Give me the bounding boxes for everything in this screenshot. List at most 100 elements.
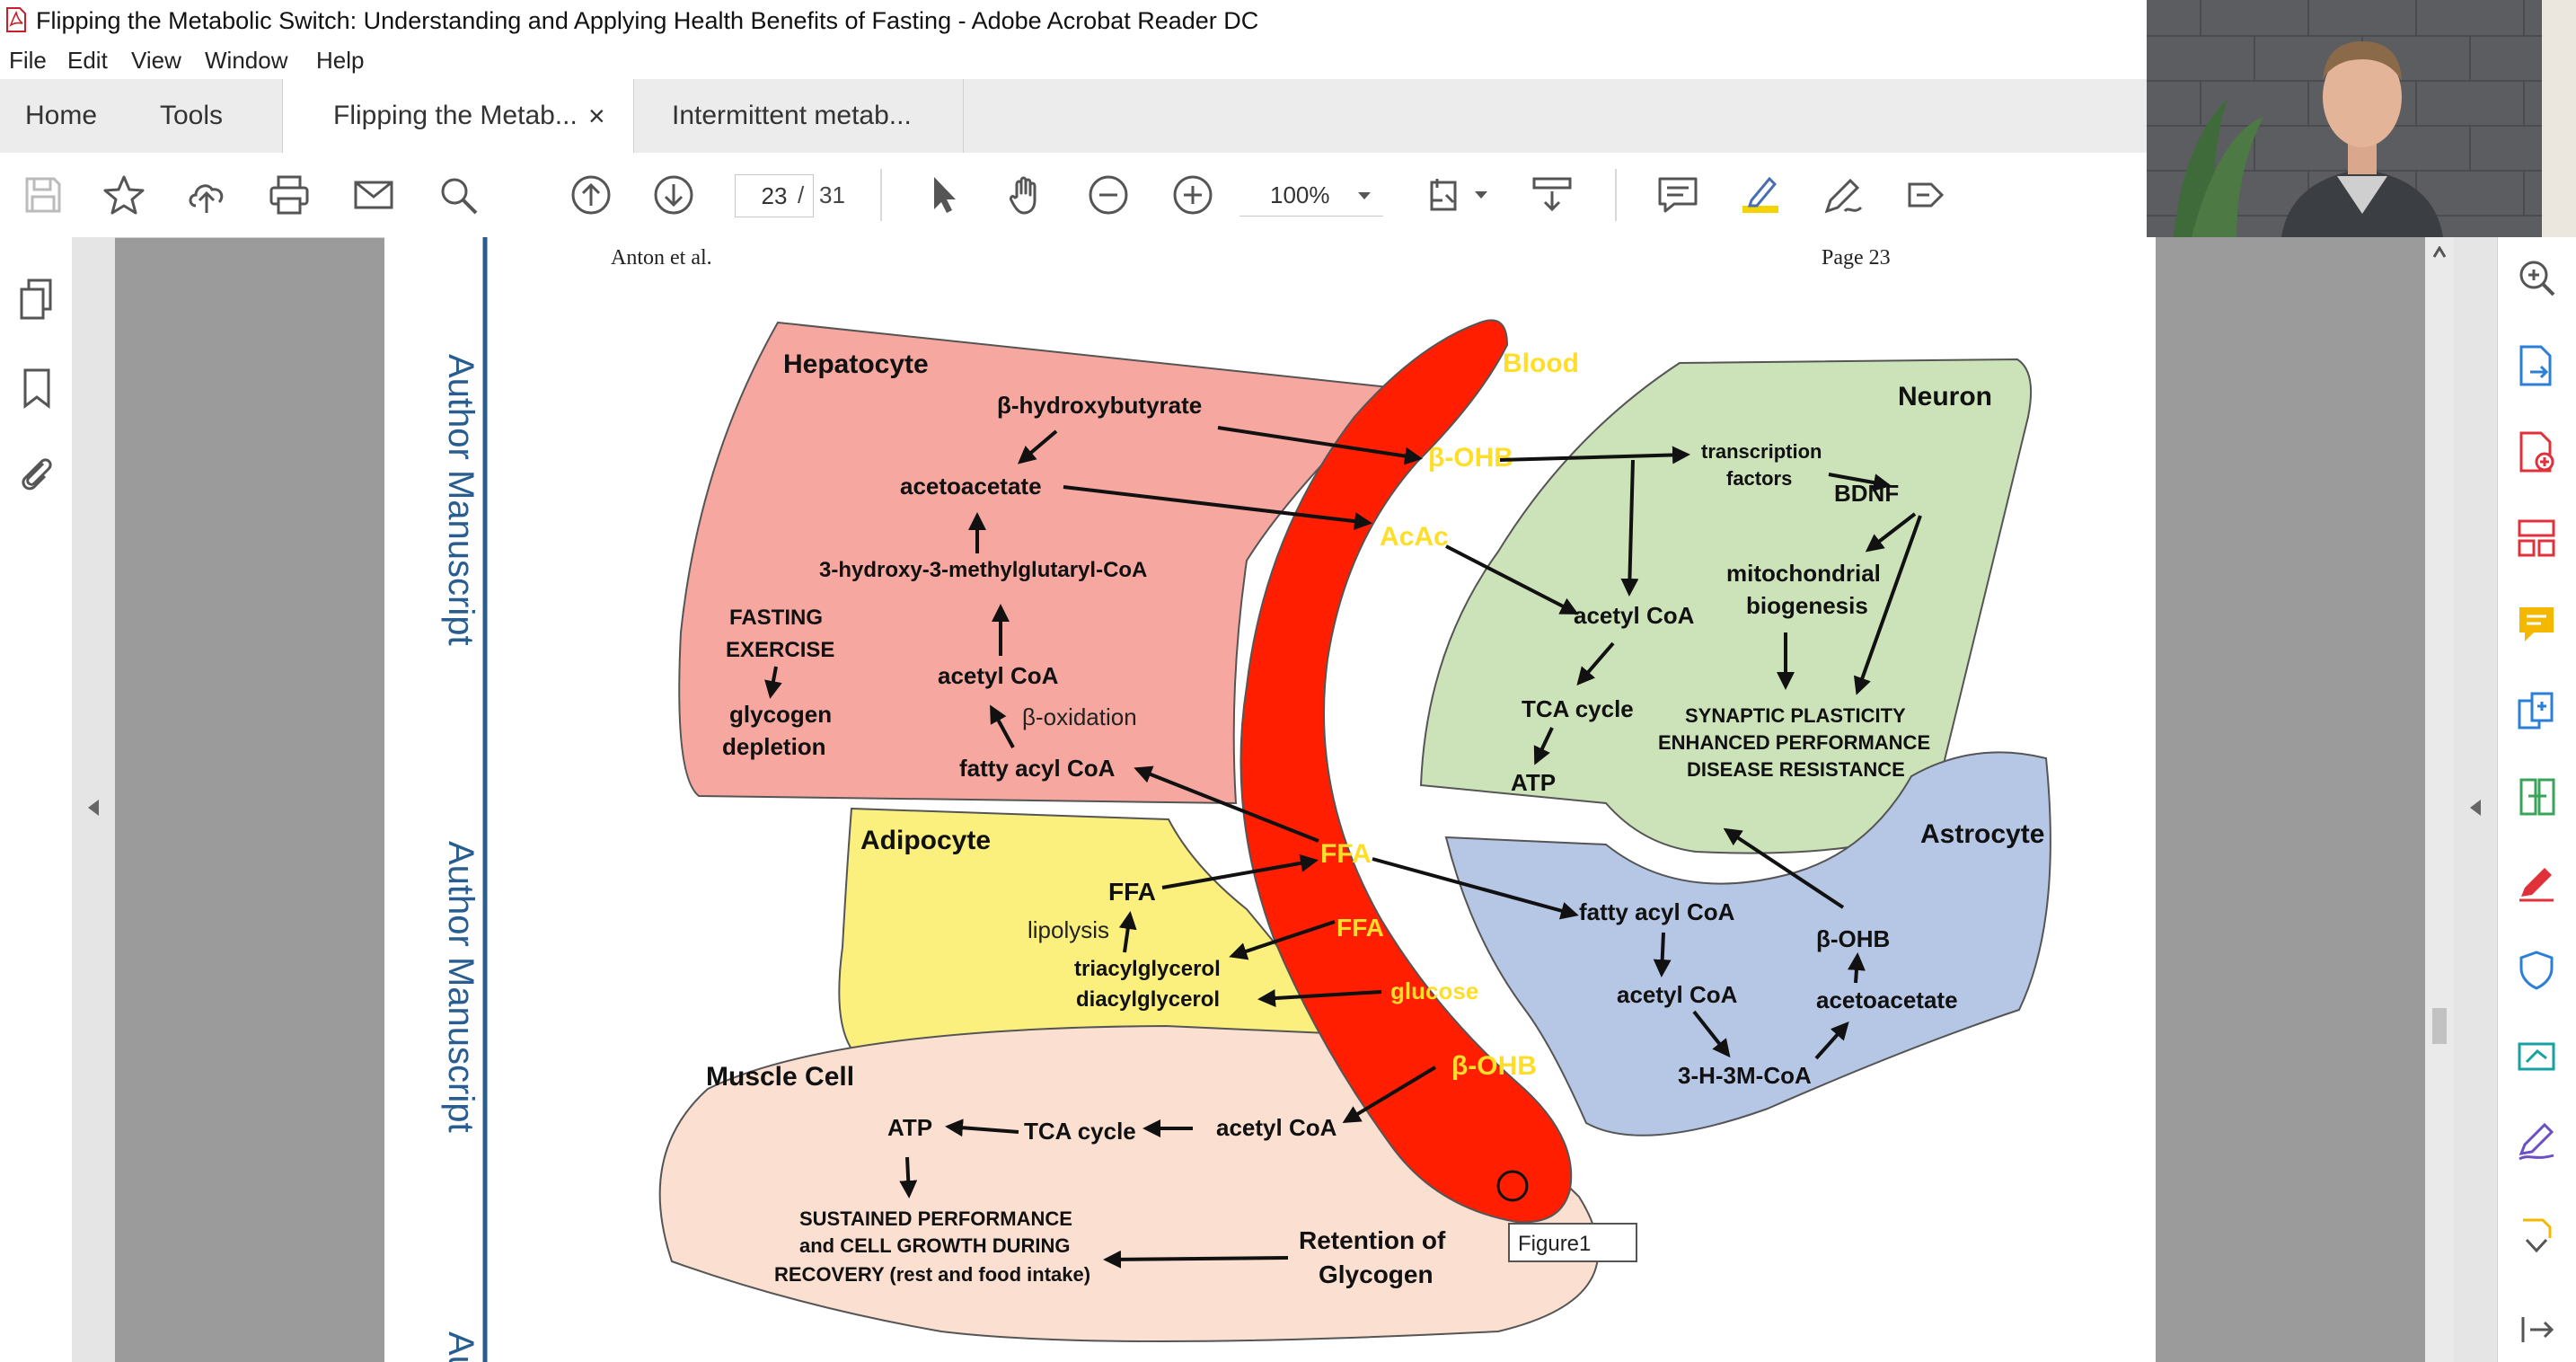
signature-icon[interactable] <box>2516 1121 2557 1163</box>
label-enhanced-performance: ENHANCED PERFORMANCE <box>1658 731 1930 754</box>
label-hepatocyte-fatty-acyl-coa: fatty acyl CoA <box>959 755 1116 782</box>
label-neuron-tca-cycle: TCA cycle <box>1522 695 1634 722</box>
label-retention-of: Retention of <box>1299 1226 1446 1254</box>
label-astrocyte-bohb: β-OHB <box>1816 925 1890 952</box>
compress-pdf-icon[interactable] <box>2516 776 2557 818</box>
header-page: Page 23 <box>1822 246 1891 270</box>
label-diacylglycerol: diacylglycerol <box>1076 987 1220 1012</box>
scroll-mode-icon[interactable] <box>1527 153 1577 237</box>
arrow <box>1445 544 1579 615</box>
fill-sign-icon[interactable] <box>1901 153 1951 237</box>
chevron-left-icon[interactable] <box>2468 798 2483 818</box>
label-cell-growth: and CELL GROWTH DURING <box>799 1234 1070 1257</box>
label-muscle-atp: ATP <box>887 1114 932 1141</box>
cursor-circle <box>1496 1170 1529 1202</box>
blood-label-bohb-bottom: β-OHB <box>1451 1051 1537 1081</box>
tab-tools[interactable]: Tools <box>160 101 224 130</box>
blood-label-acac: AcAc <box>1380 522 1449 552</box>
zoom-out-icon[interactable] <box>1083 153 1134 237</box>
close-tab-icon[interactable]: × <box>588 100 605 132</box>
comment-tool-icon[interactable] <box>2516 604 2557 645</box>
page-total: 31 <box>819 181 845 208</box>
arrow <box>1692 1010 1731 1058</box>
arrow <box>990 704 1015 748</box>
fit-page-icon[interactable] <box>1426 153 1489 237</box>
attachment-paperclip-icon[interactable] <box>16 453 56 496</box>
collapse-pane-icon[interactable] <box>2516 1312 2557 1348</box>
muscle-title: Muscle Cell <box>706 1062 854 1092</box>
email-icon[interactable] <box>348 153 399 237</box>
blood-label-bohb-top: β-OHB <box>1428 443 1513 473</box>
menu-file[interactable]: File <box>9 47 47 74</box>
bookmark-icon[interactable] <box>20 367 54 410</box>
create-pdf-icon[interactable] <box>2516 431 2557 473</box>
highlight-icon[interactable] <box>1735 153 1786 237</box>
tab-document-intermittent[interactable]: Intermittent metab... <box>632 79 964 153</box>
right-pane-collapse[interactable] <box>2454 237 2497 1362</box>
search-icon[interactable] <box>433 153 483 237</box>
save-icon[interactable] <box>18 153 68 237</box>
menu-view[interactable]: View <box>131 47 181 74</box>
draw-pen-icon[interactable] <box>1818 153 1868 237</box>
zoom-search-icon[interactable] <box>2516 257 2557 298</box>
zoom-in-icon[interactable] <box>1168 153 1218 237</box>
chevron-down-icon <box>1358 192 1371 199</box>
arrow <box>1229 920 1336 960</box>
bookmark-star-icon[interactable] <box>99 153 149 237</box>
previous-page-icon[interactable] <box>566 153 616 237</box>
more-tools-icon[interactable] <box>2516 1216 2557 1258</box>
menu-bar: File Edit View Window Help <box>0 41 2147 79</box>
label-exercise: EXERCISE <box>726 638 834 662</box>
label-recovery: RECOVERY (rest and food intake) <box>774 1263 1090 1286</box>
vertical-scrollbar[interactable] <box>2425 237 2454 1362</box>
arrow <box>1342 1066 1437 1124</box>
chevron-left-icon[interactable] <box>86 798 101 818</box>
combine-files-icon[interactable] <box>2516 690 2557 731</box>
fill-sign-tool-icon[interactable] <box>2516 862 2557 904</box>
left-pane-collapse[interactable] <box>72 237 115 1362</box>
page-number-input[interactable]: 23 <box>735 174 814 217</box>
page-thumbnails-icon[interactable] <box>18 279 56 322</box>
arrow <box>1063 485 1372 531</box>
label-muscle-acetyl-coa: acetyl CoA <box>1216 1114 1337 1141</box>
print-icon[interactable] <box>264 153 314 237</box>
arrow <box>1828 473 1892 491</box>
menu-help[interactable]: Help <box>316 47 365 74</box>
organize-pages-icon[interactable] <box>2516 517 2557 559</box>
arrow <box>1017 429 1058 464</box>
menu-window[interactable]: Window <box>205 47 288 74</box>
select-cursor-icon[interactable] <box>918 153 968 237</box>
label-depletion: depletion <box>722 733 826 760</box>
next-page-icon[interactable] <box>648 153 699 237</box>
blood-label-glucose: glucose <box>1390 977 1478 1004</box>
arrow <box>1576 641 1615 686</box>
zoom-select[interactable]: 100% <box>1239 174 1383 217</box>
label-astrocyte-acetyl-coa: acetyl CoA <box>1617 981 1738 1008</box>
arrow <box>1118 911 1137 953</box>
hand-tool-icon[interactable] <box>1001 153 1051 237</box>
tooltip-box <box>1508 1223 1637 1262</box>
tab-home[interactable]: Home <box>25 101 98 130</box>
arrow <box>1217 426 1423 465</box>
scrollbar-thumb[interactable] <box>2432 1008 2447 1044</box>
label-hmg-coa: 3-hydroxy-3-methylglutaryl-CoA <box>819 558 1147 582</box>
arrow <box>1653 932 1672 977</box>
arrow <box>1257 989 1382 1008</box>
export-pdf-icon[interactable] <box>2516 345 2557 386</box>
label-muscle-tca-cycle: TCA cycle <box>1024 1118 1136 1145</box>
label-factors: factors <box>1726 467 1792 490</box>
arrow <box>899 1156 918 1198</box>
tab-document-flipping[interactable]: Flipping the Metab... × <box>282 79 634 153</box>
arrow <box>945 1119 1019 1137</box>
navigation-pane <box>0 237 73 1362</box>
menu-edit[interactable]: Edit <box>67 47 108 74</box>
label-b-hydroxybutyrate: β-hydroxybutyrate <box>997 392 1202 419</box>
scroll-up-icon[interactable] <box>2432 246 2447 259</box>
cloud-upload-icon[interactable] <box>181 153 232 237</box>
comment-icon[interactable] <box>1653 153 1703 237</box>
chevron-down-icon <box>1475 191 1487 199</box>
protect-shield-icon[interactable] <box>2516 949 2557 990</box>
pdf-page: Anton et al. Page 23 Author Manuscript A… <box>384 237 2156 1362</box>
send-for-review-icon[interactable] <box>2516 1035 2557 1076</box>
arrow <box>1723 827 1845 909</box>
